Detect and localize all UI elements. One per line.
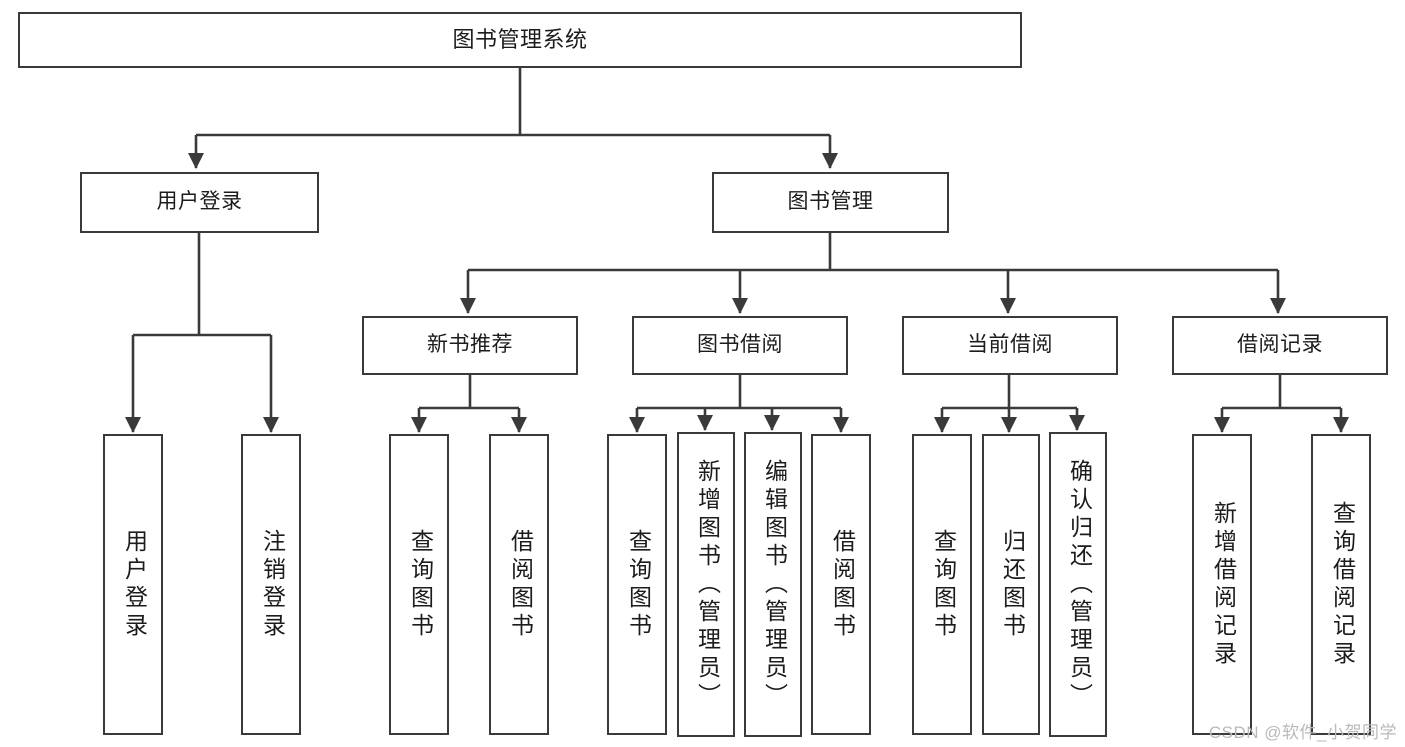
node-book-manage-label: 图书管理: [787, 190, 874, 214]
leaf-borrow-book-1[interactable]: 借阅图书: [489, 434, 549, 735]
node-user-login-label: 用户登录: [156, 190, 243, 214]
node-new-book-rec[interactable]: 新书推荐: [362, 316, 578, 375]
leaf-add-record-label: 新增借阅记录: [1210, 500, 1237, 669]
node-book-borrow-label: 图书借阅: [697, 333, 783, 357]
leaf-confirm-return[interactable]: 确认归还（管理员）: [1049, 432, 1107, 737]
leaf-logout-label: 注销登录: [259, 528, 286, 641]
leaf-query-record-label: 查询借阅记录: [1329, 500, 1356, 669]
leaf-edit-book[interactable]: 编辑图书（管理员）: [744, 432, 802, 737]
leaf-borrow-book-2[interactable]: 借阅图书: [811, 434, 871, 735]
node-book-borrow[interactable]: 图书借阅: [632, 316, 848, 375]
node-borrow-record[interactable]: 借阅记录: [1172, 316, 1388, 375]
leaf-query-book-3[interactable]: 查询图书: [912, 434, 972, 735]
leaf-query-book-2-label: 查询图书: [625, 528, 652, 641]
node-root-label: 图书管理系统: [452, 27, 588, 53]
leaf-query-record[interactable]: 查询借阅记录: [1311, 434, 1371, 735]
leaf-user-login-label: 用户登录: [121, 528, 148, 641]
node-new-book-rec-label: 新书推荐: [427, 333, 513, 357]
node-current-borrow[interactable]: 当前借阅: [902, 316, 1118, 375]
leaf-confirm-return-label: 确认归还（管理员）: [1066, 458, 1093, 711]
leaf-return-book[interactable]: 归还图书: [982, 434, 1040, 735]
csdn-watermark: CSDN @软件_小贺同学: [1208, 723, 1397, 742]
leaf-query-book-1[interactable]: 查询图书: [389, 434, 449, 735]
node-book-manage[interactable]: 图书管理: [712, 172, 949, 233]
leaf-edit-book-label: 编辑图书（管理员）: [761, 458, 788, 711]
leaf-add-book-label: 新增图书（管理员）: [694, 458, 721, 711]
leaf-logout[interactable]: 注销登录: [241, 434, 301, 735]
leaf-query-book-1-label: 查询图书: [407, 528, 434, 641]
node-root[interactable]: 图书管理系统: [18, 12, 1022, 68]
leaf-user-login[interactable]: 用户登录: [103, 434, 163, 735]
leaf-borrow-book-1-label: 借阅图书: [507, 528, 534, 641]
node-user-login[interactable]: 用户登录: [80, 172, 319, 233]
leaf-add-book[interactable]: 新增图书（管理员）: [677, 432, 735, 737]
leaf-query-book-2[interactable]: 查询图书: [607, 434, 667, 735]
node-current-borrow-label: 当前借阅: [967, 333, 1053, 357]
node-borrow-record-label: 借阅记录: [1237, 333, 1323, 357]
leaf-add-record[interactable]: 新增借阅记录: [1192, 434, 1252, 735]
leaf-query-book-3-label: 查询图书: [930, 528, 957, 641]
leaf-borrow-book-2-label: 借阅图书: [829, 528, 856, 641]
leaf-return-book-label: 归还图书: [999, 528, 1026, 641]
